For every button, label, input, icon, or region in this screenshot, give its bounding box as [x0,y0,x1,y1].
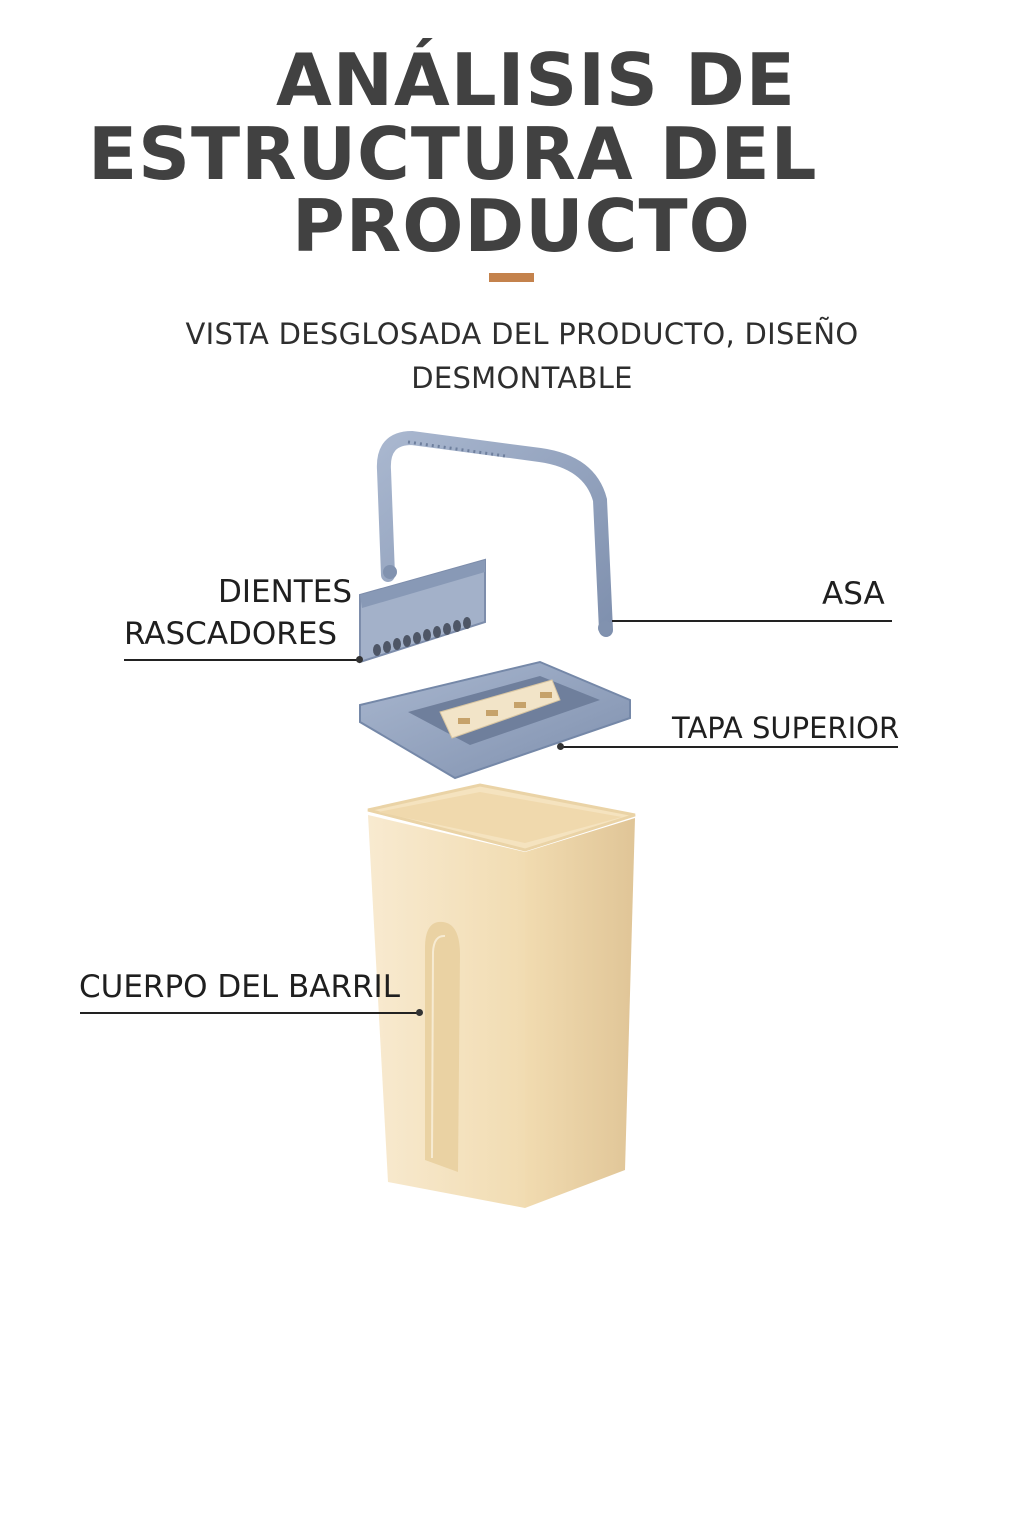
label-handle: ASA [822,576,885,612]
leader-dot-top-lid [557,743,564,750]
scraper-teeth-part [359,558,486,664]
leader-line-handle [612,620,892,622]
handle-part [376,430,613,637]
top-lid-part [359,660,631,780]
label-scraper-teeth-line-2: RASCADORES [124,616,338,652]
leader-line-barrel-body [80,1012,420,1014]
leader-dot-scraper-teeth [356,656,363,663]
barrel-body-part [367,783,636,1208]
subtitle-line-1: VISTA DESGLOSADA DEL PRODUCTO, DISEÑO [185,317,859,351]
label-top-lid: TAPA SUPERIOR [672,711,900,745]
leader-dot-barrel-body [416,1009,423,1016]
label-scraper-teeth-line-1: DIENTES [218,574,352,610]
title-line-1: ANÁLISIS DE [276,38,796,122]
accent-divider [489,273,534,282]
label-barrel-body: CUERPO DEL BARRIL [79,969,400,1005]
title-line-3: PRODUCTO [292,184,751,268]
leader-line-top-lid [560,746,898,748]
subtitle-line-2: DESMONTABLE [411,361,633,395]
leader-line-scraper-teeth [124,659,360,661]
title-line-2: ESTRUCTURA DEL [88,112,818,196]
subtitle: VISTA DESGLOSADA DEL PRODUCTO, DISEÑO DE… [150,312,894,400]
